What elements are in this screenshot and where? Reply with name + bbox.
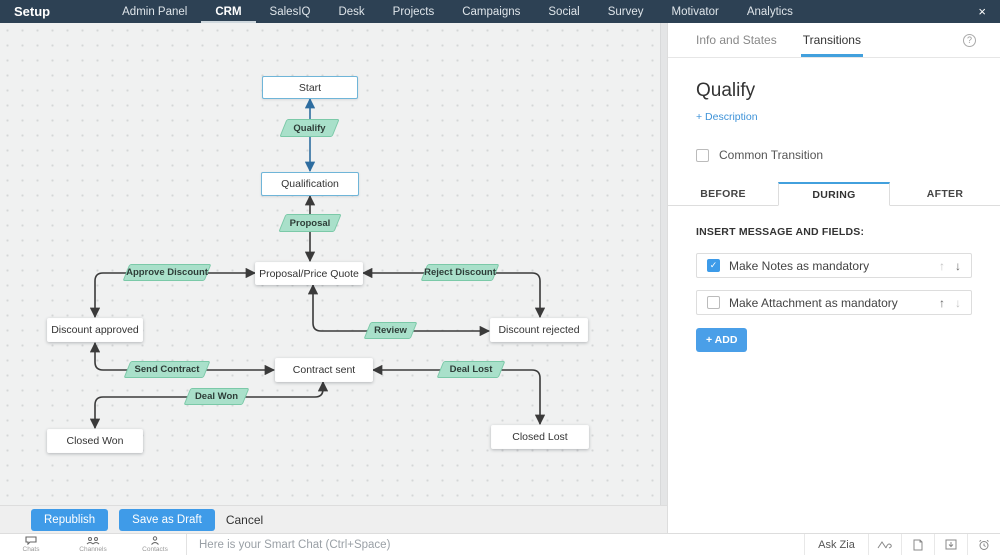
bottom-bar: Chats Channels Contacts Here is your Sma…	[0, 533, 1000, 555]
state-node-closed-lost[interactable]: Closed Lost	[491, 425, 589, 449]
transition-label-send-contract[interactable]: Send Contract	[127, 361, 207, 378]
stage-tab-after[interactable]: AFTER	[890, 182, 1000, 206]
state-label-closed-won: Closed Won	[66, 435, 124, 447]
move-up-icon[interactable]: ↑	[939, 295, 945, 310]
chats-label: Chats	[22, 546, 40, 553]
field-row-make-notes-as-mandatory: ✓ Make Notes as mandatory ↑ ↓	[696, 253, 972, 278]
transition-panel: Info and States Transitions ? Qualify + …	[667, 23, 1000, 533]
make-notes-as-mandatory-checkbox[interactable]: ✓	[707, 259, 720, 272]
topbar-item-campaigns[interactable]: Campaigns	[462, 5, 521, 18]
move-down-icon[interactable]: ↓	[955, 295, 961, 310]
state-node-closed-won[interactable]: Closed Won	[47, 429, 143, 453]
move-down-icon[interactable]: ↓	[955, 258, 961, 273]
transition-label-qualify[interactable]: Qualify	[283, 119, 336, 137]
state-node-proposal-price-quote[interactable]: Proposal/Price Quote	[255, 262, 363, 285]
transition-text-qualify: Qualify	[293, 122, 326, 134]
topbar-item-survey[interactable]: Survey	[607, 5, 644, 18]
notes-icon[interactable]	[901, 534, 934, 555]
state-node-discount-rejected[interactable]: Discount rejected	[490, 318, 588, 342]
transition-text-deal-won: Deal Won	[194, 391, 239, 402]
tab-info-and-states[interactable]: Info and States	[696, 33, 777, 47]
help-icon[interactable]: ?	[963, 33, 976, 47]
zia-icon[interactable]	[868, 534, 901, 555]
transition-text-approve-discount: Approve Discount	[126, 267, 208, 278]
field-row-label: Make Attachment as mandatory	[729, 295, 898, 310]
state-node-start[interactable]: Start	[262, 76, 358, 99]
tab-transitions[interactable]: Transitions	[800, 23, 864, 57]
canvas-scrollbar[interactable]	[660, 23, 667, 505]
make-attachment-as-mandatory-checkbox[interactable]	[707, 296, 720, 309]
topbar-item-projects[interactable]: Projects	[392, 5, 435, 18]
common-transition-checkbox[interactable]	[696, 148, 709, 162]
transition-label-deal-lost[interactable]: Deal Lost	[440, 361, 502, 378]
transition-label-reject-discount[interactable]: Reject Discount	[424, 264, 496, 281]
flow-connectors	[89, 97, 546, 430]
topbar-nav: Admin Panel CRM SalesIQ Desk Projects Campaig…	[108, 0, 807, 23]
channels-label: Channels	[79, 546, 107, 553]
panel-tab-bar: Info and States Transitions ?	[668, 23, 1000, 58]
save-as-draft-button[interactable]: Save as Draft	[119, 508, 215, 531]
cancel-button[interactable]: Cancel	[225, 512, 264, 527]
add-description-link[interactable]: + Description	[696, 111, 758, 123]
common-transition-label: Common Transition	[719, 148, 824, 162]
inbox-icon[interactable]	[934, 534, 967, 555]
transition-text-proposal: Proposal	[289, 217, 331, 229]
topbar-item-motivator[interactable]: Motivator	[671, 5, 719, 18]
republish-button[interactable]: Republish	[31, 508, 109, 531]
transition-text-reject-discount: Reject Discount	[424, 267, 496, 278]
ask-zia-button[interactable]: Ask Zia	[804, 534, 868, 555]
topbar-item-analytics[interactable]: Analytics	[746, 5, 793, 18]
field-row-label: Make Notes as mandatory	[729, 258, 870, 273]
stage-tab-during[interactable]: DURING	[778, 182, 890, 206]
move-up-icon[interactable]: ↑	[939, 258, 945, 273]
setup-topbar: Setup Admin Panel CRM SalesIQ Desk Projects C…	[0, 0, 1000, 23]
chats-button[interactable]: Chats	[0, 534, 62, 555]
transition-title: Qualify	[696, 80, 756, 101]
state-label-discount-approved: Discount approved	[51, 324, 139, 336]
topbar-item-crm[interactable]: CRM	[201, 0, 255, 23]
setup-brand: Setup	[14, 4, 51, 19]
close-icon[interactable]: ×	[978, 4, 986, 19]
contacts-button[interactable]: Contacts	[124, 534, 186, 555]
transition-label-review[interactable]: Review	[367, 322, 414, 339]
stage-tab-before[interactable]: BEFORE	[668, 182, 778, 206]
channels-icon	[86, 537, 100, 545]
transition-label-deal-won[interactable]: Deal Won	[187, 388, 246, 405]
contacts-label: Contacts	[142, 546, 168, 553]
transition-label-approve-discount[interactable]: Approve Discount	[126, 264, 208, 281]
transition-text-deal-lost: Deal Lost	[449, 364, 493, 375]
state-label-discount-rejected: Discount rejected	[498, 324, 580, 336]
state-label-closed-lost: Closed Lost	[512, 431, 568, 443]
transition-text-review: Review	[374, 325, 407, 336]
state-label-qualification: Qualification	[281, 178, 339, 190]
state-node-discount-approved[interactable]: Discount approved	[47, 318, 143, 342]
state-label-proposal-price-quote: Proposal/Price Quote	[259, 267, 359, 280]
transition-label-proposal[interactable]: Proposal	[282, 214, 338, 232]
field-row-make-attachment-as-mandatory: Make Attachment as mandatory ↑ ↓	[696, 290, 972, 315]
topbar-item-desk[interactable]: Desk	[338, 5, 365, 18]
reminder-icon[interactable]	[967, 534, 1000, 555]
smart-chat-input[interactable]: Here is your Smart Chat (Ctrl+Space)	[186, 534, 804, 555]
add-button[interactable]: + ADD	[696, 328, 748, 352]
action-footer: Republish Save as Draft Cancel	[0, 505, 667, 533]
state-label-contract-sent: Contract sent	[292, 364, 356, 376]
chat-bubble-icon	[25, 536, 37, 545]
state-node-qualification[interactable]: Qualification	[261, 172, 359, 196]
transition-text-send-contract: Send Contract	[134, 364, 200, 375]
topbar-item-admin-panel[interactable]: Admin Panel	[122, 5, 188, 18]
topbar-item-salesiq[interactable]: SalesIQ	[269, 5, 311, 18]
insert-message-label: INSERT MESSAGE AND FIELDS:	[696, 226, 865, 238]
contacts-icon	[151, 536, 159, 545]
field-rows: ✓Make Notes as mandatory↑↓Make Attachmen…	[696, 253, 972, 315]
state-node-contract-sent[interactable]: Contract sent	[275, 358, 373, 382]
state-label-start: Start	[298, 81, 322, 94]
topbar-item-social[interactable]: Social	[548, 5, 580, 18]
channels-button[interactable]: Channels	[62, 534, 124, 555]
